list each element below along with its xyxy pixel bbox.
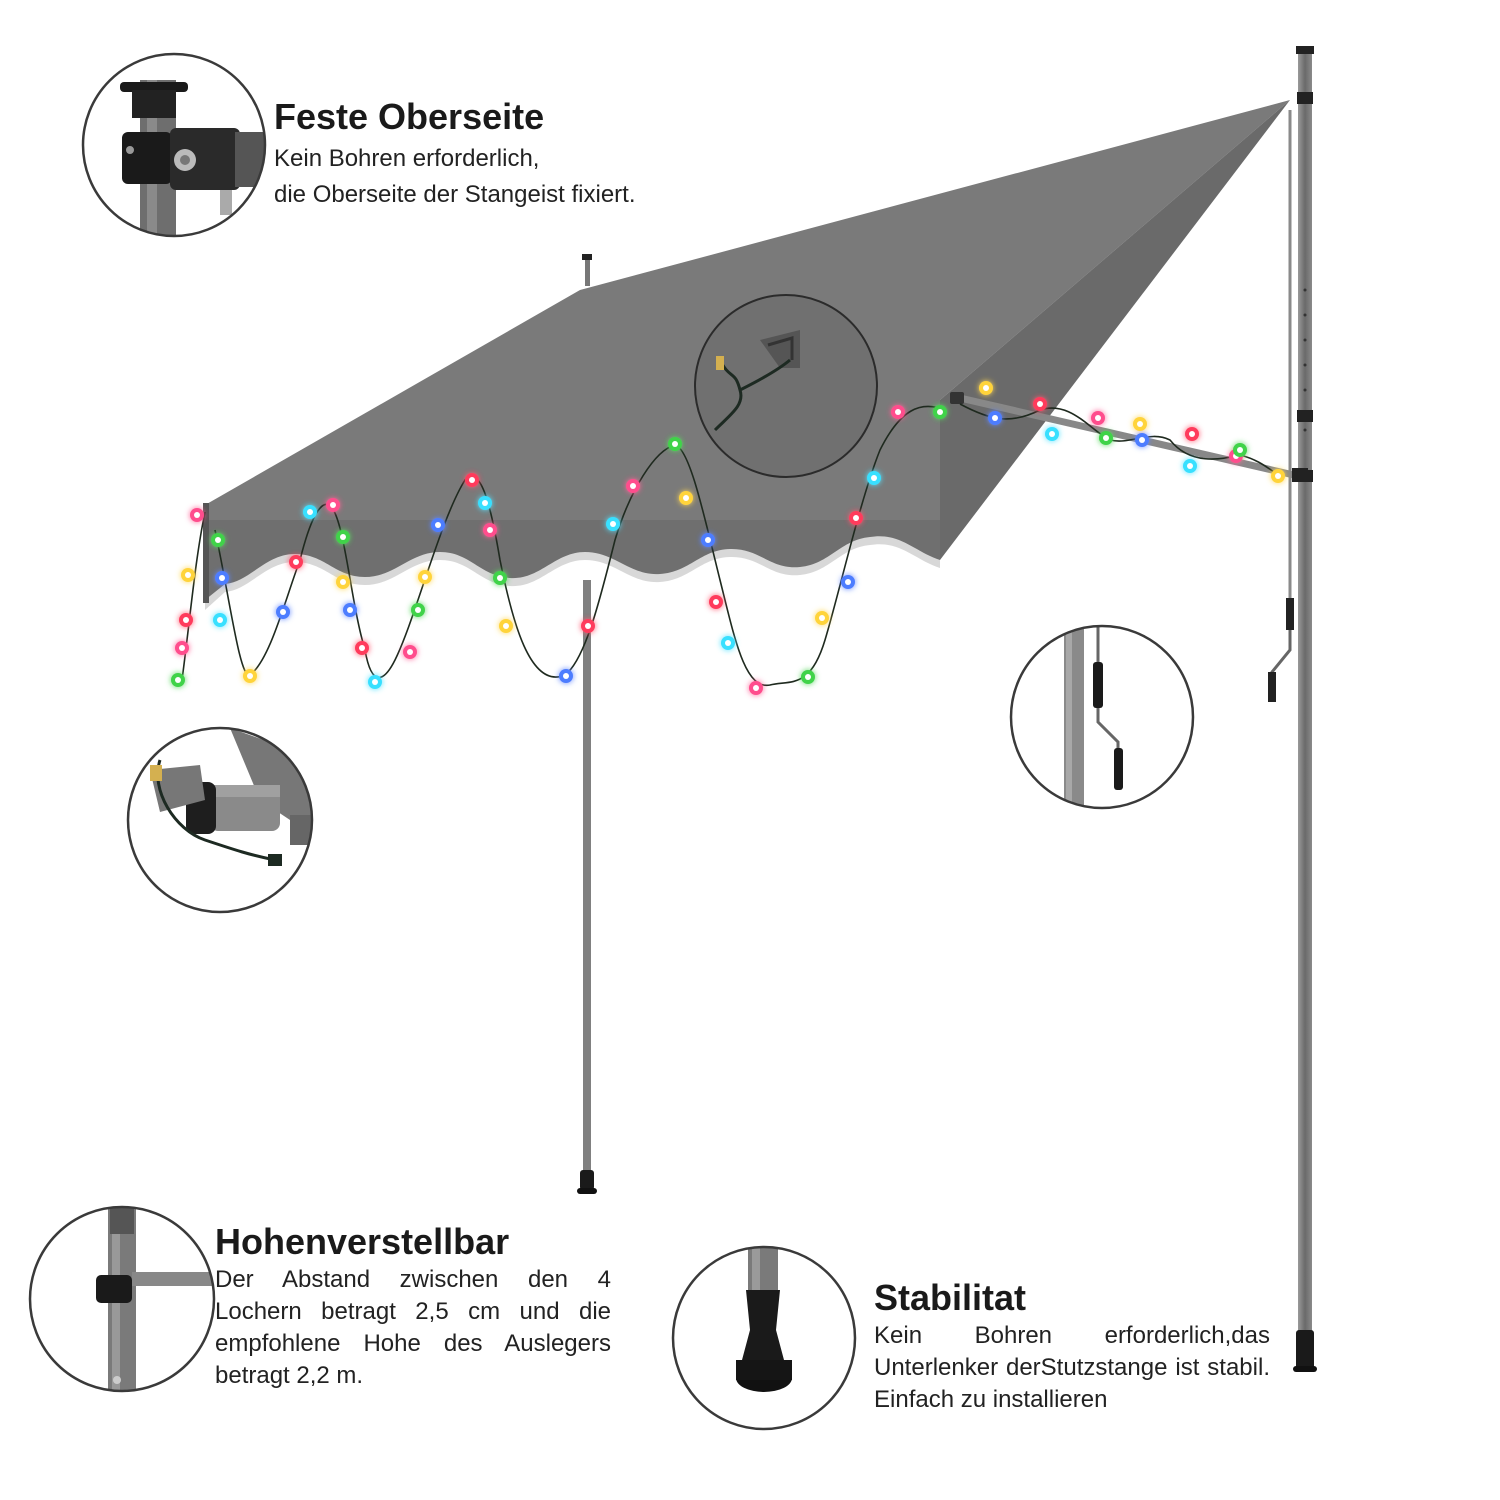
light-bulb-highlight xyxy=(992,415,998,421)
light-bulb-highlight xyxy=(469,477,475,483)
callout-height-adjustable: Hohenverstellbar Der Abstand zwischen de… xyxy=(215,1220,611,1392)
light-bulb-highlight xyxy=(179,645,185,651)
light-bulb-highlight xyxy=(330,502,336,508)
light-bulb-highlight xyxy=(683,495,689,501)
light-bulb-highlight xyxy=(895,409,901,415)
light-bulb-highlight xyxy=(347,607,353,613)
light-bulb-highlight xyxy=(1237,447,1243,453)
callout-text: Kein Bohren erforderlich,das Unterlenker… xyxy=(874,1322,1270,1413)
light-bulb-highlight xyxy=(1275,473,1281,479)
light-bulb-highlight xyxy=(819,615,825,621)
light-bulb-highlight xyxy=(217,617,223,623)
pole-holes-detail-icon xyxy=(28,1205,216,1393)
light-bulb-highlight xyxy=(175,677,181,683)
light-clip-detail-icon xyxy=(694,294,878,478)
callout-title: Feste Oberseite xyxy=(274,96,545,137)
light-bulb-highlight xyxy=(340,579,346,585)
side-arm xyxy=(950,392,1308,482)
callout-stability: Stabilitat Kein Bohren erforderlich,das … xyxy=(874,1276,1270,1416)
light-bulb-highlight xyxy=(585,623,591,629)
callout-line: die Oberseite der Stangeist fixiert. xyxy=(274,181,636,208)
light-bulb-highlight xyxy=(1139,437,1145,443)
light-bulb-highlight xyxy=(672,441,678,447)
light-bulb-highlight xyxy=(753,685,759,691)
foot-cap-detail-icon xyxy=(671,1245,857,1431)
light-bulb-highlight xyxy=(293,559,299,565)
light-bulb-highlight xyxy=(497,575,503,581)
light-bulb-highlight xyxy=(1187,463,1193,469)
light-bulb-highlight xyxy=(194,512,200,518)
light-bulb-highlight xyxy=(871,475,877,481)
light-bulb-highlight xyxy=(983,385,989,391)
light-bulb-highlight xyxy=(937,409,943,415)
light-bulb-highlight xyxy=(845,579,851,585)
light-bulb-highlight xyxy=(1137,421,1143,427)
top-clamp-detail-icon xyxy=(81,52,267,238)
front-support-pole xyxy=(577,254,597,1194)
light-bulb-highlight xyxy=(705,537,711,543)
light-bulb-highlight xyxy=(219,575,225,581)
light-bulb-highlight xyxy=(563,673,569,679)
light-bulb-highlight xyxy=(482,500,488,506)
callout-fixed-top: Feste Oberseite Kein Bohren erforderlich… xyxy=(274,95,834,211)
light-bulb-highlight xyxy=(713,599,719,605)
light-bulb-highlight xyxy=(725,640,731,646)
crank-handle-detail-icon xyxy=(1009,624,1195,810)
light-bulb-highlight xyxy=(435,522,441,528)
light-bulb-highlight xyxy=(1103,435,1109,441)
light-bulb-highlight xyxy=(1049,431,1055,437)
callout-text: Der Abstand zwischen den 4 Lochern betra… xyxy=(215,1266,611,1389)
light-bulb-highlight xyxy=(372,679,378,685)
light-bulb-highlight xyxy=(853,515,859,521)
light-bulb-highlight xyxy=(805,674,811,680)
callout-title: Hohenverstellbar xyxy=(215,1221,510,1262)
right-support-pole xyxy=(1293,46,1317,1372)
light-bulb-highlight xyxy=(183,617,189,623)
light-bulb-highlight xyxy=(415,607,421,613)
light-bulb-highlight xyxy=(487,527,493,533)
light-bulb-highlight xyxy=(185,572,191,578)
light-bulb-highlight xyxy=(247,673,253,679)
crank-rod xyxy=(1268,110,1294,702)
light-bulb-highlight xyxy=(503,623,509,629)
light-bulb-highlight xyxy=(359,645,365,651)
light-bulb-highlight xyxy=(1189,431,1195,437)
arm-joint-detail-icon xyxy=(126,726,314,914)
light-bulb-highlight xyxy=(610,521,616,527)
callout-line: Kein Bohren erforderlich, xyxy=(274,145,540,172)
light-bulbs xyxy=(171,381,1285,695)
light-bulb-highlight xyxy=(1037,401,1043,407)
light-bulb-highlight xyxy=(422,574,428,580)
light-bulb-highlight xyxy=(407,649,413,655)
light-bulb-highlight xyxy=(340,534,346,540)
light-bulb-highlight xyxy=(280,609,286,615)
light-bulb-highlight xyxy=(307,509,313,515)
light-bulb-highlight xyxy=(630,483,636,489)
light-bulb-highlight xyxy=(215,537,221,543)
callout-title: Stabilitat xyxy=(874,1277,1027,1318)
light-bulb-highlight xyxy=(1095,415,1101,421)
